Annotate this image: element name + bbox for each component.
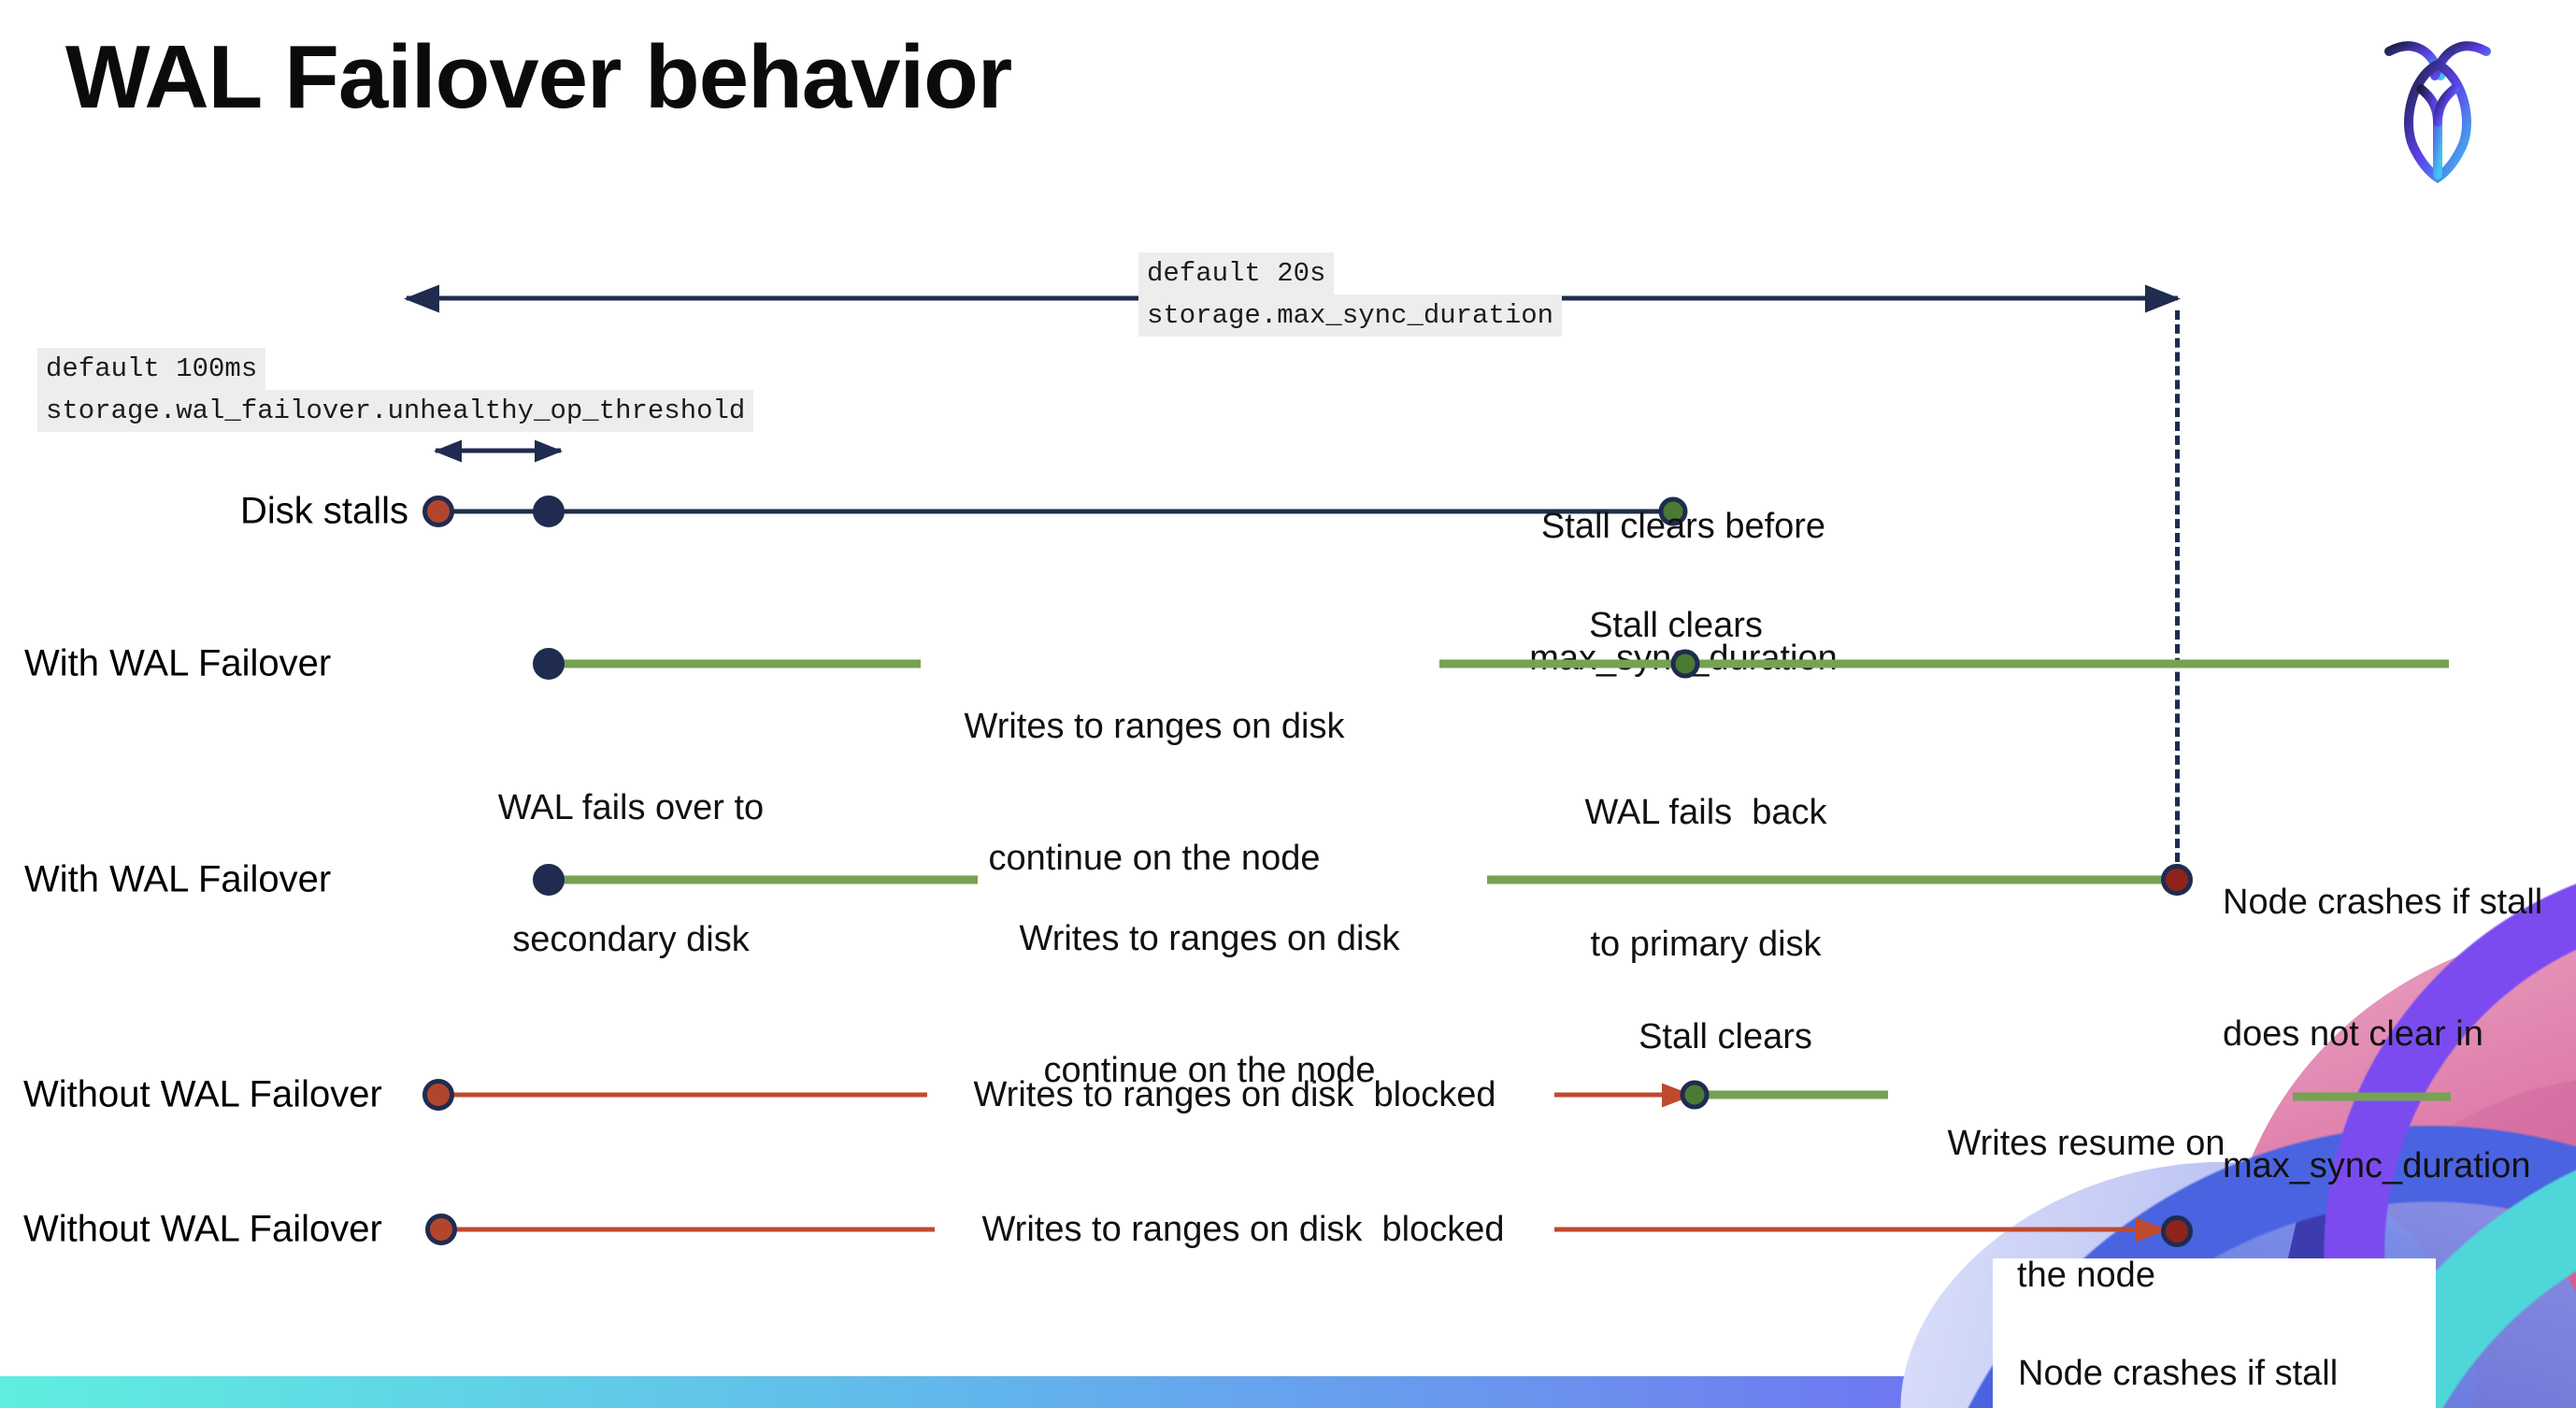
- row-label-with-wal-failover-1: With WAL Failover: [24, 642, 332, 684]
- failover-dot: [533, 648, 565, 680]
- failover-dot: [533, 864, 565, 896]
- annotation-writes-blocked: Writes to ranges on disk blocked: [973, 1075, 1496, 1114]
- writes-blocked-line: [441, 1227, 935, 1232]
- row-label-disk-stalls: Disk stalls: [240, 490, 409, 532]
- stall-start-dot: [425, 1214, 457, 1245]
- writes-continue-line: [549, 875, 978, 884]
- annotation-writes-continue: Writes to ranges on disk continue on the…: [964, 707, 1345, 878]
- arrow-right-head-icon: [2145, 284, 2181, 312]
- row-label-with-wal-failover-2: With WAL Failover: [24, 858, 332, 900]
- arrow-right-head-icon: [535, 439, 563, 462]
- annotation-writes-continue: Writes to ranges on disk continue on the…: [1019, 919, 1400, 1090]
- setting-name: storage.max_sync_duration: [1138, 295, 1563, 337]
- node-crash-dot: [2161, 1215, 2193, 1247]
- cockroachdb-logo: [2384, 41, 2491, 184]
- stall-start-dot: [422, 1079, 454, 1111]
- arrow-left-head-icon: [434, 439, 462, 462]
- annotation-writes-blocked: Writes to ranges on disk blocked: [981, 1210, 1505, 1249]
- writes-continue-line: [1487, 875, 2163, 884]
- row-label-without-wal-failover-2: Without WAL Failover: [23, 1208, 382, 1250]
- stall-clear-dot: [1658, 496, 1688, 526]
- failover-threshold-dot: [533, 496, 565, 527]
- disk-stall-timeline: [438, 509, 1673, 514]
- writes-continue-line: [1439, 659, 2449, 668]
- setting-name: storage.wal_failover.unhealthy_op_thresh…: [37, 390, 754, 432]
- writes-resume-line: [1695, 1090, 1888, 1099]
- row-label-without-wal-failover-1: Without WAL Failover: [23, 1073, 382, 1115]
- stall-clear-dot: [1670, 649, 1700, 679]
- setting-default-value: default 20s: [1138, 252, 1335, 295]
- page-title: WAL Failover behavior: [65, 27, 1012, 127]
- stall-start-dot: [422, 496, 454, 527]
- setting-unhealthy-op-threshold: default 100ms storage.wal_failover.unhea…: [37, 348, 754, 432]
- annotation-stall-clears: Stall clears: [1639, 1017, 1812, 1056]
- annotation-wal-fails-over: WAL fails over to secondary disk: [497, 788, 765, 959]
- unhealthy-op-threshold-arrow: [434, 439, 563, 462]
- writes-blocked-line: [1554, 1217, 2168, 1242]
- annotation-node-crashes: Node crashes if stall does not clear in …: [2223, 883, 2543, 1185]
- writes-continue-line: [549, 659, 921, 668]
- annotation-node-crashes-bottom: Node crashes if stall does not clear in …: [2018, 1354, 2339, 1393]
- setting-default-value: default 100ms: [37, 348, 266, 390]
- writes-blocked-line: [438, 1092, 927, 1098]
- stall-clear-dot: [1680, 1080, 1710, 1110]
- setting-max-sync-duration: default 20s storage.max_sync_duration: [1138, 252, 1563, 337]
- arrow-left-head-icon: [404, 284, 439, 312]
- annotation-stall-clears: Stall clears: [1589, 606, 1763, 645]
- writes-blocked-line: [1554, 1083, 1694, 1107]
- writes-resume-line: [2293, 1092, 2451, 1101]
- max-sync-deadline-dashed-line: [2175, 310, 2180, 862]
- annotation-wal-fails-back: WAL fails back to primary disk: [1584, 793, 1827, 964]
- node-crash-dot: [2161, 864, 2193, 896]
